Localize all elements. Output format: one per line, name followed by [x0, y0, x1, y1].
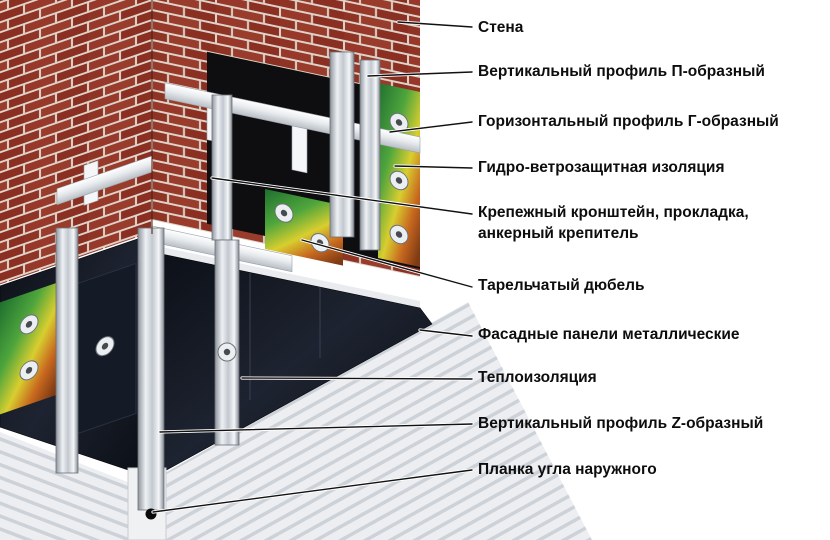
vertical-profile: [211, 94, 233, 241]
leader-line-vertical-profile-p: [367, 71, 473, 77]
leader-lines: [151, 20, 474, 514]
insulation-left: [0, 262, 137, 436]
label-thermal-insulation: Теплоизоляция: [478, 369, 597, 386]
plate-dowel-icon: [217, 342, 237, 362]
label-horizontal-profile-g: Горизонтальный профиль Г-образный: [478, 113, 779, 130]
label-wall: Стена: [478, 19, 524, 36]
label-outer-corner-strip: Планка угла наружного: [478, 461, 657, 478]
label-bracket-gasket-anchor: Крепежный кронштейн, прокладка, анкерный…: [478, 204, 749, 242]
vertical-profile-p-shaped: [329, 51, 355, 238]
bracket-plate-right-2: [291, 125, 308, 174]
leader-line-wall: [397, 21, 473, 28]
vertical-profile-left: [55, 227, 79, 474]
leader-line-dowel: [301, 239, 473, 288]
insulation-patch-left: [0, 282, 58, 415]
leader-line-bracket: [211, 177, 473, 215]
ground: [0, 302, 592, 540]
leader-line-insulation: [241, 377, 473, 380]
outer-corner-profile: [137, 227, 165, 511]
label-vertical-profile-p: Вертикальный профиль П-образный: [478, 63, 765, 80]
leader-line-vertical-profile-z: [159, 423, 473, 433]
label-vertical-profile-z: Вертикальный профиль Z-образный: [478, 415, 764, 432]
brick-wall-left: [0, 0, 153, 285]
label-facade-panels: Фасадные панели металлические: [478, 326, 740, 343]
leader-line-panels: [419, 329, 473, 337]
leader-line-hydro-wind: [394, 165, 473, 169]
vertical-profiles: [55, 51, 381, 474]
leader-line-horizontal-profile-g: [389, 121, 473, 133]
label-hydro-wind-insulation: Гидро-ветрозащитная изоляция: [478, 159, 725, 176]
label-plate-dowel: Тарельчатый дюбель: [478, 277, 645, 294]
vertical-profile: [359, 59, 381, 251]
leader-line-corner-strip: [152, 469, 473, 513]
